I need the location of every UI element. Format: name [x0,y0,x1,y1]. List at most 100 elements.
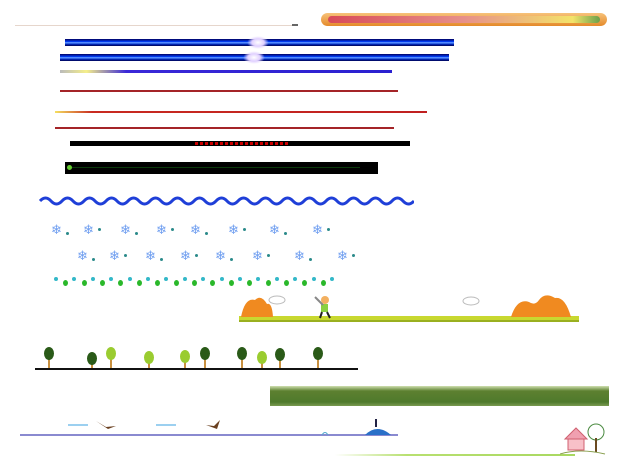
grass-scene-divider [239,295,579,322]
dot [205,232,208,235]
bird-scene [68,419,391,436]
teal-dot [182,277,187,281]
teal-dot [293,277,298,281]
snowflake-icon: ❄ [269,222,280,237]
tree-icon [106,347,116,368]
hill-icon [511,295,571,317]
tree-icon [44,347,54,368]
capsule-divider [321,13,607,26]
snowflake-icon: ❄ [109,248,120,263]
dot [243,228,246,231]
snowflake-icon: ❄ [215,248,226,263]
tree-icon [180,350,190,368]
dot [309,258,312,261]
dot [284,232,287,235]
green-dot [155,280,161,286]
teal-dot [54,277,58,281]
black-bar-red-lights [70,141,410,146]
tree-icon [200,347,210,368]
snowflake-icon: ❄ [156,222,167,237]
dot [66,232,69,235]
thin-divider-end [292,24,298,26]
dot [327,228,330,231]
green-dot [284,280,289,286]
boy-with-shovel-icon [314,296,331,319]
blue-wave-divider [38,196,414,206]
teal-dot [330,277,334,281]
snowflake-icon: ❄ [252,248,263,263]
cloud-icon [268,295,286,305]
tree-icon [275,348,285,368]
house-icon [560,423,606,455]
dot [352,254,355,257]
blue-glow-bar-1 [65,36,454,49]
grass-field-strip [270,386,609,406]
snowflake-icon: ❄ [51,222,62,237]
water-line [20,434,398,436]
teal-dot [311,277,316,281]
green-dot [265,280,271,286]
meadow-line [335,454,575,456]
snowflake-icon: ❄ [190,222,201,237]
green-dot [118,280,124,286]
green-dot [320,280,326,286]
dot [267,254,270,257]
tree-icon [87,352,97,368]
teal-dot [72,277,77,281]
red-line-3 [55,127,394,129]
dot [92,258,95,261]
snowflake-icon: ❄ [77,248,88,263]
tree-icon [257,351,267,368]
green-dot [173,280,179,286]
dot [230,258,233,261]
teal-dot [201,277,206,281]
rock-icon [365,429,391,435]
dot [195,254,198,257]
teal-dot [274,277,279,281]
tree-icon [587,423,605,441]
red-line-1 [60,90,398,92]
dot [124,254,127,257]
green-dot [247,280,253,286]
green-dot [100,280,105,286]
bird-icon [206,420,220,429]
green-dot [136,280,142,286]
cloud-icon [462,296,480,306]
tree-icon [313,347,323,368]
blue-line [60,70,392,73]
dot [171,228,174,231]
snowflake-icon: ❄ [228,222,239,237]
snowflake-icon: ❄ [180,248,191,263]
snowflake-icon: ❄ [337,248,348,263]
snowflake-icon: ❄ [120,222,131,237]
teal-dot [109,277,114,281]
green-dot [210,280,216,286]
tree-icon [237,347,247,368]
dot [98,228,101,231]
thin-divider [15,25,297,26]
blue-glow-bar-2 [60,51,449,64]
teal-dot [127,277,132,281]
teal-dot [256,277,261,281]
teal-dot [164,277,169,281]
dot [135,232,138,235]
black-bar-green-light [65,162,378,174]
teal-dot [219,277,224,281]
red-line-2 [55,111,427,113]
snowflake-icon: ❄ [294,248,305,263]
bird-icon [96,421,116,429]
dot [160,258,163,261]
teal-dot [146,277,150,281]
green-dot [302,280,308,286]
tree-icon [144,351,154,368]
hill-icon [241,297,273,317]
green-dot [81,280,87,286]
snowflake-icon: ❄ [145,248,156,263]
green-dot [192,280,197,286]
snowflake-icon: ❄ [83,222,94,237]
green-dot [63,280,69,286]
snowflake-icon: ❄ [312,222,323,237]
teal-dot [90,277,95,281]
teal-dot [238,277,242,281]
green-dot [228,280,234,286]
